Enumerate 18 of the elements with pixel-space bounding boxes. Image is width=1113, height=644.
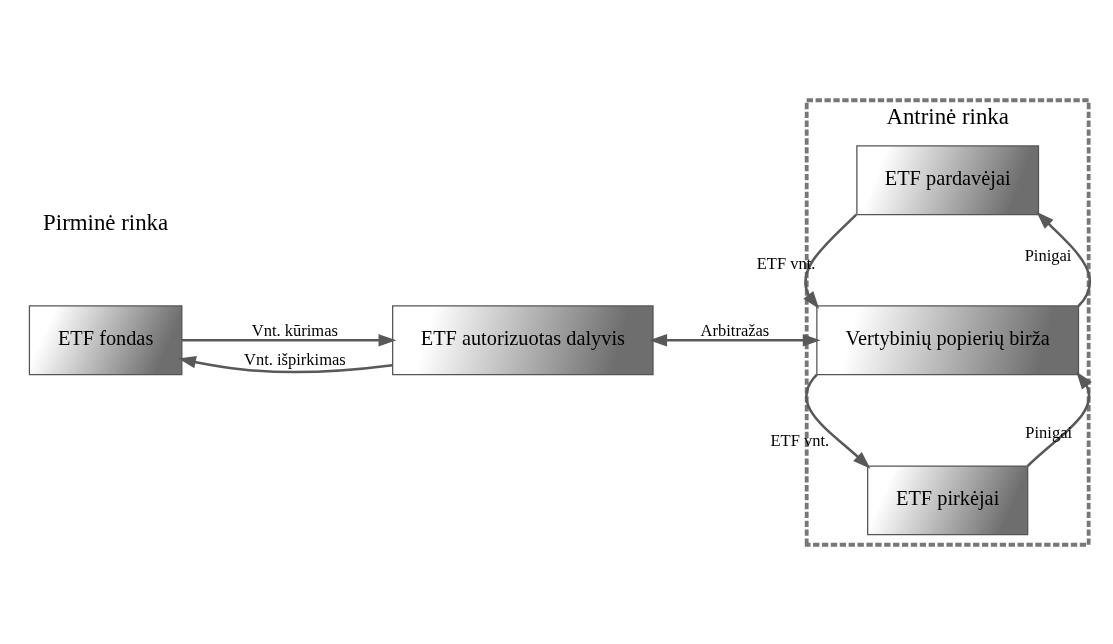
edge-label: Pinigai	[1024, 245, 1072, 265]
node-box: ETF pardavėjai	[856, 144, 1040, 215]
arrow	[1036, 211, 1091, 307]
edge-label: Vnt. kūrimas	[251, 320, 338, 340]
arrow	[649, 333, 821, 347]
arrow	[803, 213, 858, 309]
arrow	[182, 333, 397, 347]
node-box: ETF pirkėjai	[867, 464, 1029, 535]
arrow	[805, 373, 871, 469]
node-box: ETF fondas	[28, 304, 183, 375]
label: Pirminė rinka	[43, 209, 169, 235]
edge-label: Vnt. išpirkimas	[243, 349, 346, 369]
node-box: ETF autorizuotas dalyvis	[392, 304, 654, 375]
edge-label: ETF vnt.	[770, 430, 830, 450]
edge-label: Arbitražas	[700, 320, 770, 340]
arrow	[1026, 371, 1092, 467]
node-box: Vertybinių popierių birža	[816, 304, 1080, 375]
arrow	[178, 355, 393, 373]
